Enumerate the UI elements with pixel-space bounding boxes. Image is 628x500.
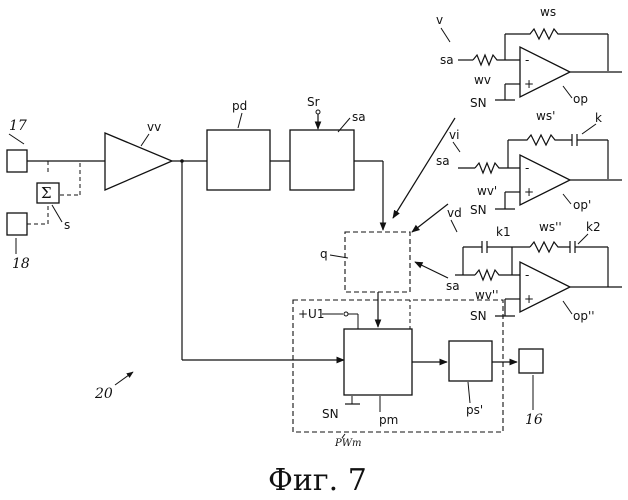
circuit-v: v ws sa wv - + SN op: [436, 5, 622, 110]
label-wv: wv: [474, 73, 491, 87]
minus-vd: -: [525, 268, 529, 282]
label-wv-prime: wv': [477, 184, 497, 198]
plus-vd: +: [524, 292, 534, 306]
sigma-symbol: Σ: [41, 184, 52, 202]
label-op: op: [573, 92, 588, 106]
label-vd: vd: [447, 206, 462, 220]
label-v: v: [436, 13, 443, 27]
figure-caption: Фиг. 7: [268, 463, 367, 498]
label-vv: vv: [147, 120, 161, 134]
minus-v: -: [525, 53, 529, 67]
circuit-vd: vd k1 ws'' k2 sa wv'' - + SN op'': [446, 206, 622, 323]
label-sn-vd: SN: [470, 309, 487, 323]
label-sa: sa: [352, 110, 366, 124]
label-sn-vi: SN: [470, 203, 487, 217]
summation-block: Σ s: [37, 183, 70, 232]
label-17: 17: [9, 118, 27, 134]
label-18: 18: [12, 256, 30, 272]
label-sa-vd: sa: [446, 279, 460, 293]
label-k: k: [595, 111, 602, 125]
label-sn-v: SN: [470, 96, 487, 110]
label-ps: ps': [466, 403, 483, 417]
amplifier-vv: vv: [105, 120, 172, 190]
input-block-18: 18: [7, 213, 30, 272]
block-pm: pm: [344, 329, 412, 427]
label-q: q: [320, 247, 328, 261]
label-sn-pm: SN: [322, 407, 339, 421]
figure-ref-20: 20: [94, 372, 133, 402]
label-k1: k1: [496, 225, 511, 239]
plus-v: +: [524, 77, 534, 91]
label-vi: vi: [449, 128, 459, 142]
label-16: 16: [525, 412, 543, 428]
label-pm: pm: [379, 413, 398, 427]
label-s: s: [64, 218, 70, 232]
block-sa: sa Sr: [290, 95, 366, 190]
arrow-vd-to-q: [415, 262, 448, 278]
label-ws: ws: [540, 5, 556, 19]
output-block-16: 16: [519, 349, 543, 428]
label-op-dprime: op'': [573, 309, 595, 323]
label-sa-v: sa: [440, 53, 454, 67]
block-q: q: [320, 232, 410, 292]
label-op-prime: op': [573, 198, 591, 212]
input-block-17: 17: [7, 118, 27, 172]
arrow-v-to-q: [393, 118, 455, 218]
label-20: 20: [94, 386, 113, 402]
plus-vi: +: [524, 185, 534, 199]
label-ws-prime: ws': [536, 109, 555, 123]
arrow-vi-to-q: [412, 204, 448, 232]
block-pd: pd: [207, 99, 270, 190]
label-wv-dprime: wv'': [475, 288, 499, 302]
label-k2: k2: [586, 220, 601, 234]
label-pd: pd: [232, 99, 247, 113]
label-sr: Sr: [307, 95, 320, 109]
label-ws-dprime: ws'': [539, 220, 562, 234]
block-ps: ps': [449, 341, 492, 417]
label-sa-vi: sa: [436, 154, 450, 168]
label-u1: +U1: [298, 307, 324, 321]
minus-vi: -: [525, 161, 529, 175]
circuit-vi: vi ws' k sa wv' - + SN op': [436, 109, 622, 217]
label-pwm: PWm: [334, 438, 362, 449]
